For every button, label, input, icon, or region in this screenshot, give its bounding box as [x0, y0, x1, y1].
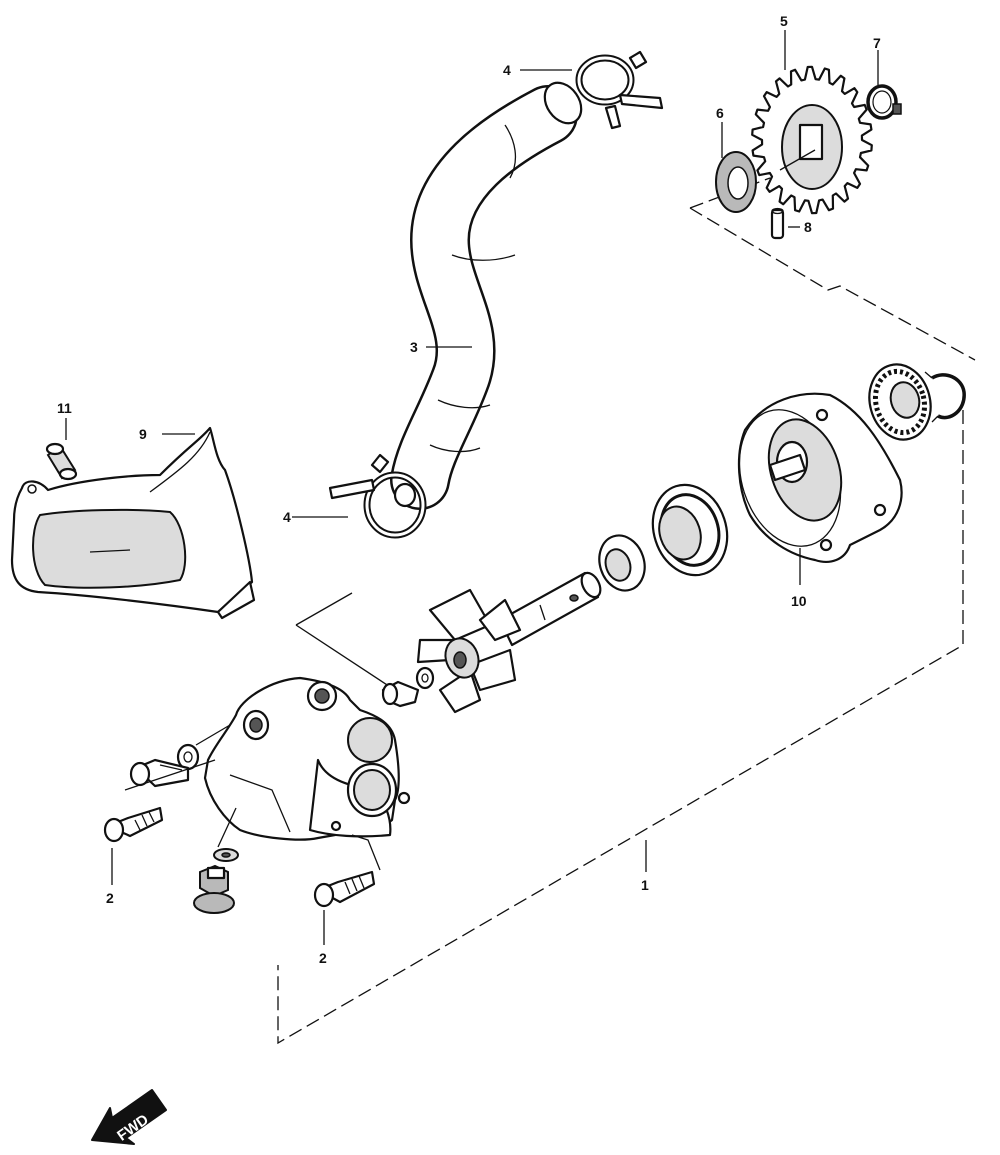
impeller-bolt [381, 666, 435, 708]
callout-leaders [65, 30, 879, 945]
fwd-direction-badge: FWD [91, 1089, 167, 1145]
cover-collar [45, 442, 78, 481]
callout-3: 3 [410, 339, 418, 355]
pump-bearing [868, 363, 932, 441]
callout-5: 5 [780, 13, 788, 29]
callout-2a: 2 [106, 890, 114, 906]
drive-gear [751, 65, 873, 215]
dowel-pin [770, 207, 785, 240]
coolant-hose [390, 81, 583, 510]
callout-9: 9 [139, 426, 147, 442]
impeller-shaft [498, 571, 602, 647]
upper-hose-clamp [575, 50, 664, 130]
impeller [416, 588, 522, 714]
callout-1: 1 [641, 877, 649, 893]
callout-4b: 4 [283, 509, 291, 525]
pump-cover [10, 426, 256, 620]
bolt-lower-right [313, 870, 376, 908]
callout-7: 7 [873, 35, 881, 51]
callout-labels: 1 2 2 3 4 4 5 6 7 8 9 10 11 [57, 13, 881, 966]
shaft-seal-ring [598, 534, 646, 592]
callout-6: 6 [716, 105, 724, 121]
bolt-lower-left [103, 806, 164, 843]
callout-8: 8 [804, 219, 812, 235]
callout-4a: 4 [503, 62, 511, 78]
fwd-arrow-icon [91, 1089, 167, 1145]
mechanical-seal [651, 483, 729, 577]
gear-washer [715, 151, 757, 213]
bearing-circlip [924, 371, 966, 423]
callout-10: 10 [791, 593, 807, 609]
bolt-leader-lines [124, 724, 381, 871]
pump-housing [737, 392, 903, 563]
lower-hose-clamp [328, 453, 427, 539]
assembly-bracket-lines [277, 177, 976, 1045]
gear-circlip [866, 84, 902, 120]
pump-body [203, 676, 411, 841]
callout-11: 11 [57, 400, 72, 416]
drain-bolt [193, 848, 239, 914]
callout-2b: 2 [319, 950, 327, 966]
